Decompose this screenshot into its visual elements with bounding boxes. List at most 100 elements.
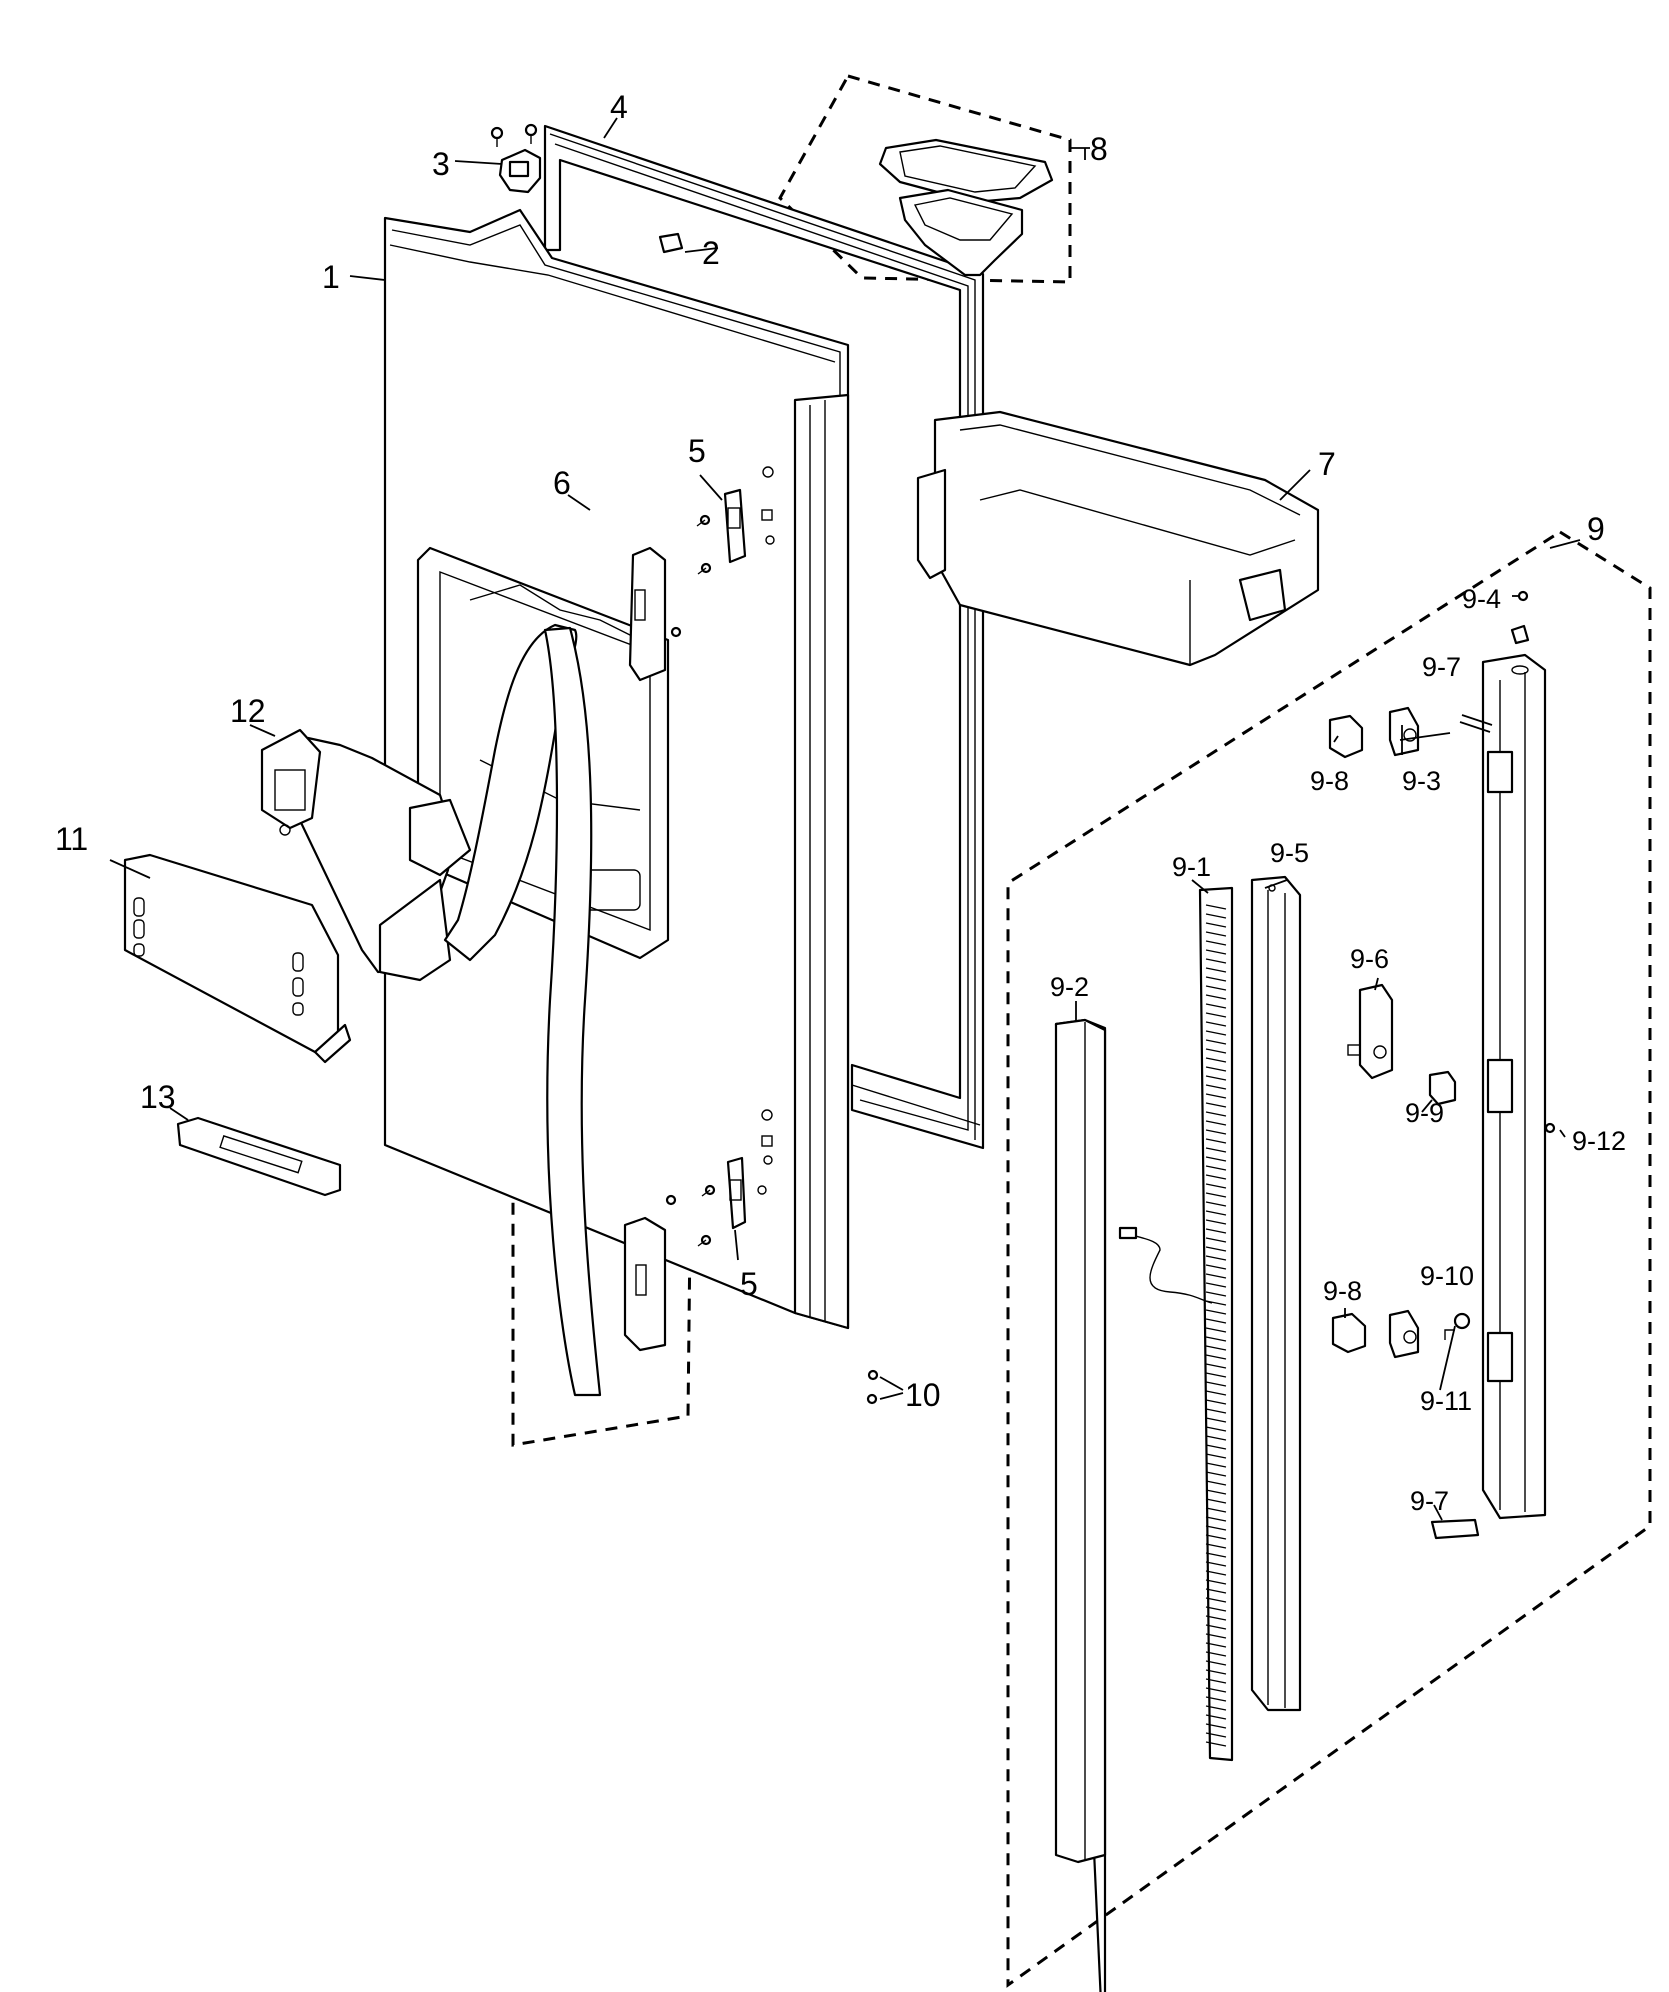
vent-slot (1205, 904, 1227, 910)
vent-slot (1205, 1732, 1227, 1738)
vent-slot (1205, 994, 1227, 1000)
part-labels: 1 2 3 4 5 5 6 7 8 9 10 11 12 13 9-1 9-2 … (55, 89, 1626, 1516)
vent-slot (1205, 1390, 1227, 1396)
label-13: 13 (140, 1079, 176, 1115)
vent-slot (1205, 1237, 1227, 1243)
vent-slot (1205, 1534, 1227, 1540)
vent-slot (1205, 1363, 1227, 1369)
vent-slot (1205, 1543, 1227, 1549)
vent-slot (1205, 1570, 1227, 1576)
vent-slot (1205, 1120, 1227, 1126)
vent-slot (1205, 1444, 1227, 1450)
label-9-12: 9-12 (1572, 1126, 1626, 1156)
vent-slot (1205, 1399, 1227, 1405)
vent-slot (1205, 1489, 1227, 1495)
lower-hinge-bracket (665, 626, 747, 1247)
vent-slot (1205, 1264, 1227, 1270)
label-9-5: 9-5 (1270, 838, 1309, 868)
vent-slot (1205, 1525, 1227, 1531)
vent-slot (1205, 1561, 1227, 1567)
hinge-cover-strip (1054, 1018, 1107, 1992)
vent-slot (1205, 1669, 1227, 1675)
vent-slot (1205, 1498, 1227, 1504)
vent-slot (1205, 1201, 1227, 1207)
vent-slot (1205, 1111, 1227, 1117)
label-1: 1 (322, 259, 340, 295)
vent-slot (1205, 1255, 1227, 1261)
small-screws (866, 1369, 879, 1405)
vent-slot (1205, 1012, 1227, 1018)
vent-slot (1205, 976, 1227, 982)
vent-slot (1205, 1327, 1227, 1333)
vent-slot (1205, 1741, 1227, 1747)
vent-slot (1205, 1345, 1227, 1351)
dispenser-duct (443, 546, 667, 1397)
label-6: 6 (553, 465, 571, 501)
vent-slot (1205, 1417, 1227, 1423)
rail-pin (1544, 1122, 1556, 1134)
vent-slot (1205, 1552, 1227, 1558)
label-2: 2 (702, 235, 720, 271)
vent-slot (1205, 1039, 1227, 1045)
vent-slot (1205, 1273, 1227, 1279)
group-8-boundary (778, 74, 1072, 284)
label-9-11: 9-11 (1420, 1386, 1472, 1416)
vent-slot (1205, 931, 1227, 937)
vent-slot (1205, 1102, 1227, 1108)
vent-slot (1205, 913, 1227, 919)
vent-slot (1205, 922, 1227, 928)
label-12: 12 (230, 693, 266, 729)
cam-lower (1331, 1312, 1367, 1354)
label-9-4: 9-4 (1462, 584, 1501, 614)
vent-slot (1205, 1003, 1227, 1009)
vent-slot (1205, 1336, 1227, 1342)
label-7: 7 (1318, 446, 1336, 482)
group-9-boundary (1006, 530, 1652, 1988)
vent-slot (1205, 967, 1227, 973)
vent-slot (1205, 1597, 1227, 1603)
vent-slot (1205, 1372, 1227, 1378)
vent-slot (1205, 1228, 1227, 1234)
vent-slot (1205, 1687, 1227, 1693)
label-9-9: 9-9 (1405, 1098, 1444, 1128)
vent-slot (1205, 1471, 1227, 1477)
door-gasket (543, 124, 985, 1150)
vent-slot (1205, 1354, 1227, 1360)
label-9-1: 9-1 (1172, 852, 1211, 882)
vent-slot (1205, 1192, 1227, 1198)
door-panel (383, 208, 850, 1330)
hinge-block-lower (1388, 1309, 1420, 1359)
hinge-rail (1481, 653, 1547, 1520)
hinge-block-upper (1388, 706, 1420, 757)
dispenser-chute (260, 728, 472, 982)
vent-slot (1205, 1579, 1227, 1585)
pin-lower (1430, 1518, 1480, 1540)
upper-hinge-bracket (696, 488, 747, 575)
vent-slot (1205, 1615, 1227, 1621)
wire-harness (1118, 1226, 1213, 1304)
vent-slot (1205, 1723, 1227, 1729)
door-bin (916, 410, 1320, 667)
vent-slot (1205, 1642, 1227, 1648)
vent-slot (1205, 1588, 1227, 1594)
vent-slot (1205, 1129, 1227, 1135)
vent-slot (1205, 940, 1227, 946)
dispenser-drip-tray (176, 1116, 342, 1197)
vent-slot (1205, 1606, 1227, 1612)
vent-slot (1205, 1174, 1227, 1180)
label-9-3: 9-3 (1402, 766, 1441, 796)
label-9-6: 9-6 (1350, 944, 1389, 974)
door-clip (658, 232, 684, 254)
vent-slot (1205, 1705, 1227, 1711)
vent-slot (1205, 1138, 1227, 1144)
vent-slot (1205, 1696, 1227, 1702)
rail-screw (1510, 590, 1530, 645)
vent-slot (1205, 1165, 1227, 1171)
vent-slot (1205, 1183, 1227, 1189)
vent-slot (1205, 1462, 1227, 1468)
vent-slot (1205, 1426, 1227, 1432)
vent-slots (1205, 904, 1227, 1747)
label-9-8-lower: 9-8 (1323, 1276, 1362, 1306)
